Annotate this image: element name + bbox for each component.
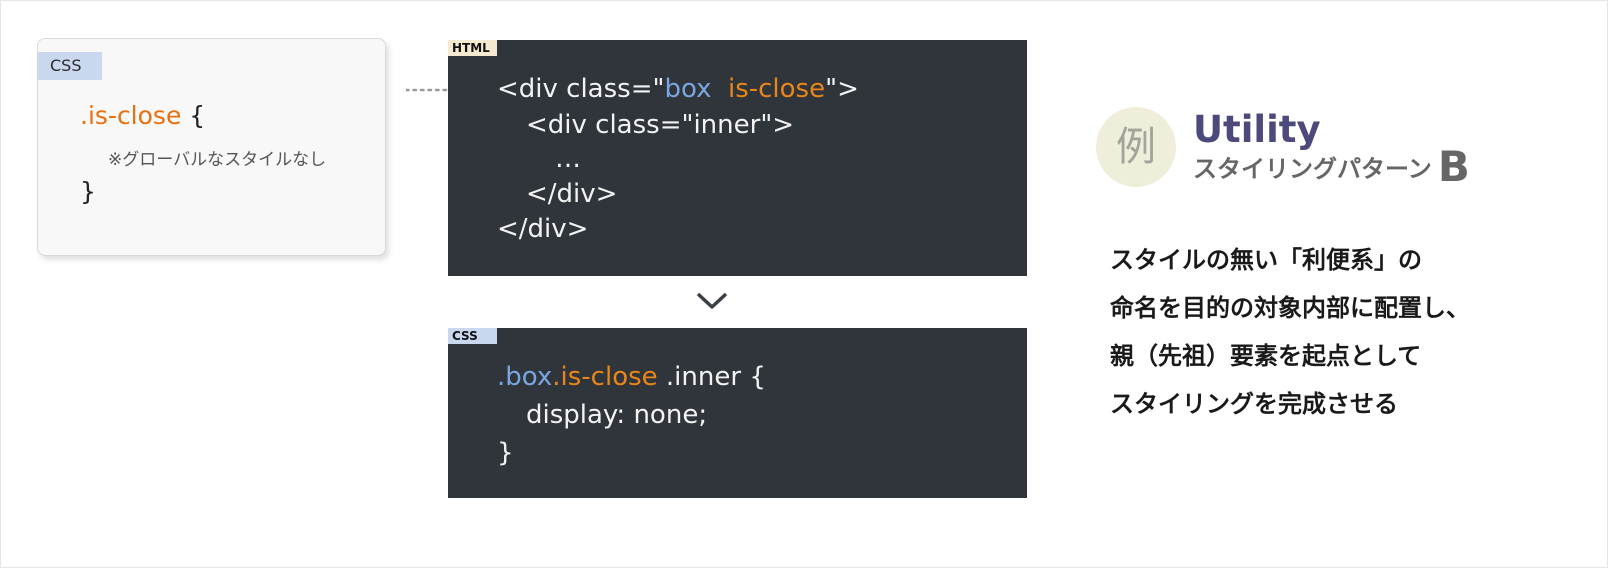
html-line-inner-close: </div> [526,179,618,209]
no-global-style-note: ※グローバルなスタイルなし [108,150,327,170]
html-line-ellipsis: … [555,144,581,174]
description-line: スタイリングを完成させる [1110,390,1398,418]
html-line-inner-div: <div class="inner"> [526,110,795,140]
html-line-outer-div: <div class="box is-close"> [497,76,859,102]
css-selector-line: .box.is-close .inner { [497,364,766,390]
is-close-selector: .is-close [80,101,182,130]
chevron-down-icon [696,292,728,309]
utility-title: Utility [1193,108,1321,151]
description-line: 親（先祖）要素を起点として [1110,342,1422,370]
box-selector: .box [497,362,553,392]
close-brace: } [80,177,96,206]
description-line: スタイルの無い「利便系」の [1110,246,1422,274]
css-tag-dark: CSS [448,328,497,344]
html-code-panel: HTML <div class="box is-close"> <div cla… [448,40,1027,276]
is-close-selector-dark: .is-close [552,362,658,392]
css-card: CSS .is-close { ※グローバルなスタイルなし } [37,38,386,256]
open-brace: { [181,101,206,130]
inner-selector: .inner { [657,362,766,392]
css-tag: CSS [38,52,102,80]
description: スタイルの無い「利便系」の 命名を目的の対象内部に配置し、 親（先祖）要素を起点… [1110,236,1470,428]
css-code-panel: CSS .box.is-close .inner { display: none… [448,328,1027,498]
example-badge: 例 [1096,107,1176,187]
description-line: 命名を目的の対象内部に配置し、 [1110,294,1470,322]
css-declaration-line: display: none; [526,400,708,430]
html-line1-suffix: "> [825,74,859,104]
css-rule-selector-line: .is-close { [80,101,205,130]
html-line-outer-close: </div> [497,214,589,244]
pattern-label: スタイリングパターン [1193,155,1432,183]
html-tag: HTML [448,40,497,56]
is-close-class: is-close [727,74,826,104]
html-line1-prefix: <div class=" [497,74,665,104]
css-close-brace: } [497,438,514,468]
box-class: box [664,74,712,104]
pattern-letter: B [1437,142,1470,191]
